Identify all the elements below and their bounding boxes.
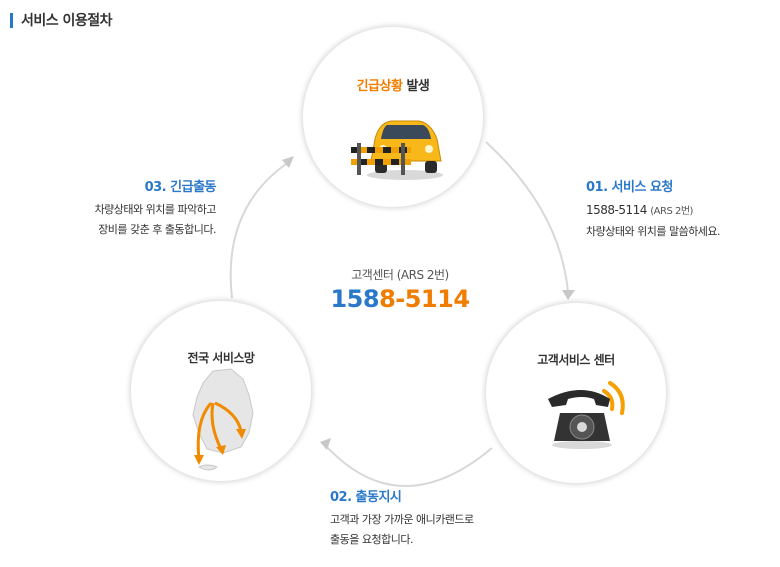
step1-phone: 1588-5114 bbox=[586, 203, 647, 217]
step1-desc: 차량상태와 위치를 말씀하세요. bbox=[586, 225, 721, 238]
node-emergency-label: 긴급상황 발생 bbox=[303, 75, 483, 94]
title-marker bbox=[10, 12, 13, 28]
step2-line2: 출동을 요청합니다. bbox=[330, 533, 413, 546]
node-nationwide-network-label: 전국 서비스망 bbox=[187, 351, 255, 365]
section-header: 서비스 이용절차 bbox=[10, 10, 113, 30]
step1-title: 01. 서비스 요청 bbox=[586, 180, 673, 195]
korea-map-icon bbox=[192, 368, 254, 471]
arrow-top-to-right bbox=[485, 141, 569, 293]
step-emergency-dispatch: 03. 긴급출동 차량상태와 위치를 파악하고 장비를 갖춘 후 출동합니다. bbox=[40, 178, 217, 240]
step1-phone-note: (ARS 2번) bbox=[650, 206, 693, 217]
node-emergency-label-accent: 긴급상황 bbox=[356, 79, 403, 94]
step2-line1: 고객과 가장 가까운 애니카랜드로 bbox=[330, 513, 474, 526]
node-customer-center-label: 고객서비스 센터 bbox=[537, 353, 615, 367]
step-service-request: 01. 서비스 요청 1588-5114 (ARS 2번) 차량상태와 위치를 … bbox=[586, 178, 776, 242]
arrow-right-to-left bbox=[325, 445, 493, 487]
phone-part-b: 8 bbox=[379, 285, 396, 313]
node-nationwide-network: 전국 서비스망 bbox=[130, 300, 312, 482]
arrow-left-to-top bbox=[229, 163, 287, 299]
section-title: 서비스 이용절차 bbox=[21, 13, 113, 29]
phone-part-a: 158 bbox=[330, 285, 380, 313]
step3-line1: 차량상태와 위치를 파악하고 bbox=[94, 203, 217, 216]
call-center-phone[interactable]: 1588-5114 bbox=[300, 285, 500, 313]
step1-phone-line: 1588-5114 (ARS 2번) bbox=[586, 200, 776, 222]
arrow-head-right bbox=[562, 290, 575, 300]
step-dispatch-order: 02. 출동지시 고객과 가장 가까운 애니카랜드로 출동을 요청합니다. bbox=[330, 488, 590, 550]
step3-title: 03. 긴급출동 bbox=[144, 180, 217, 195]
telephone-icon bbox=[548, 381, 625, 449]
step3-line2: 장비를 갖춘 후 출동합니다. bbox=[98, 223, 216, 236]
phone-part-c: -5114 bbox=[395, 285, 470, 313]
call-center-block: 고객센터 (ARS 2번) 1588-5114 bbox=[300, 266, 500, 313]
arrow-head-left bbox=[320, 438, 331, 450]
node-customer-center: 고객서비스 센터 bbox=[485, 302, 667, 484]
step2-title: 02. 출동지시 bbox=[330, 490, 402, 505]
car-barrier-icon bbox=[351, 120, 443, 180]
arrow-head-top bbox=[282, 156, 294, 168]
call-center-subtitle: 고객센터 (ARS 2번) bbox=[351, 268, 449, 282]
node-emergency: 긴급상황 발생 bbox=[302, 26, 484, 208]
node-emergency-label-rest: 발생 bbox=[402, 79, 430, 94]
